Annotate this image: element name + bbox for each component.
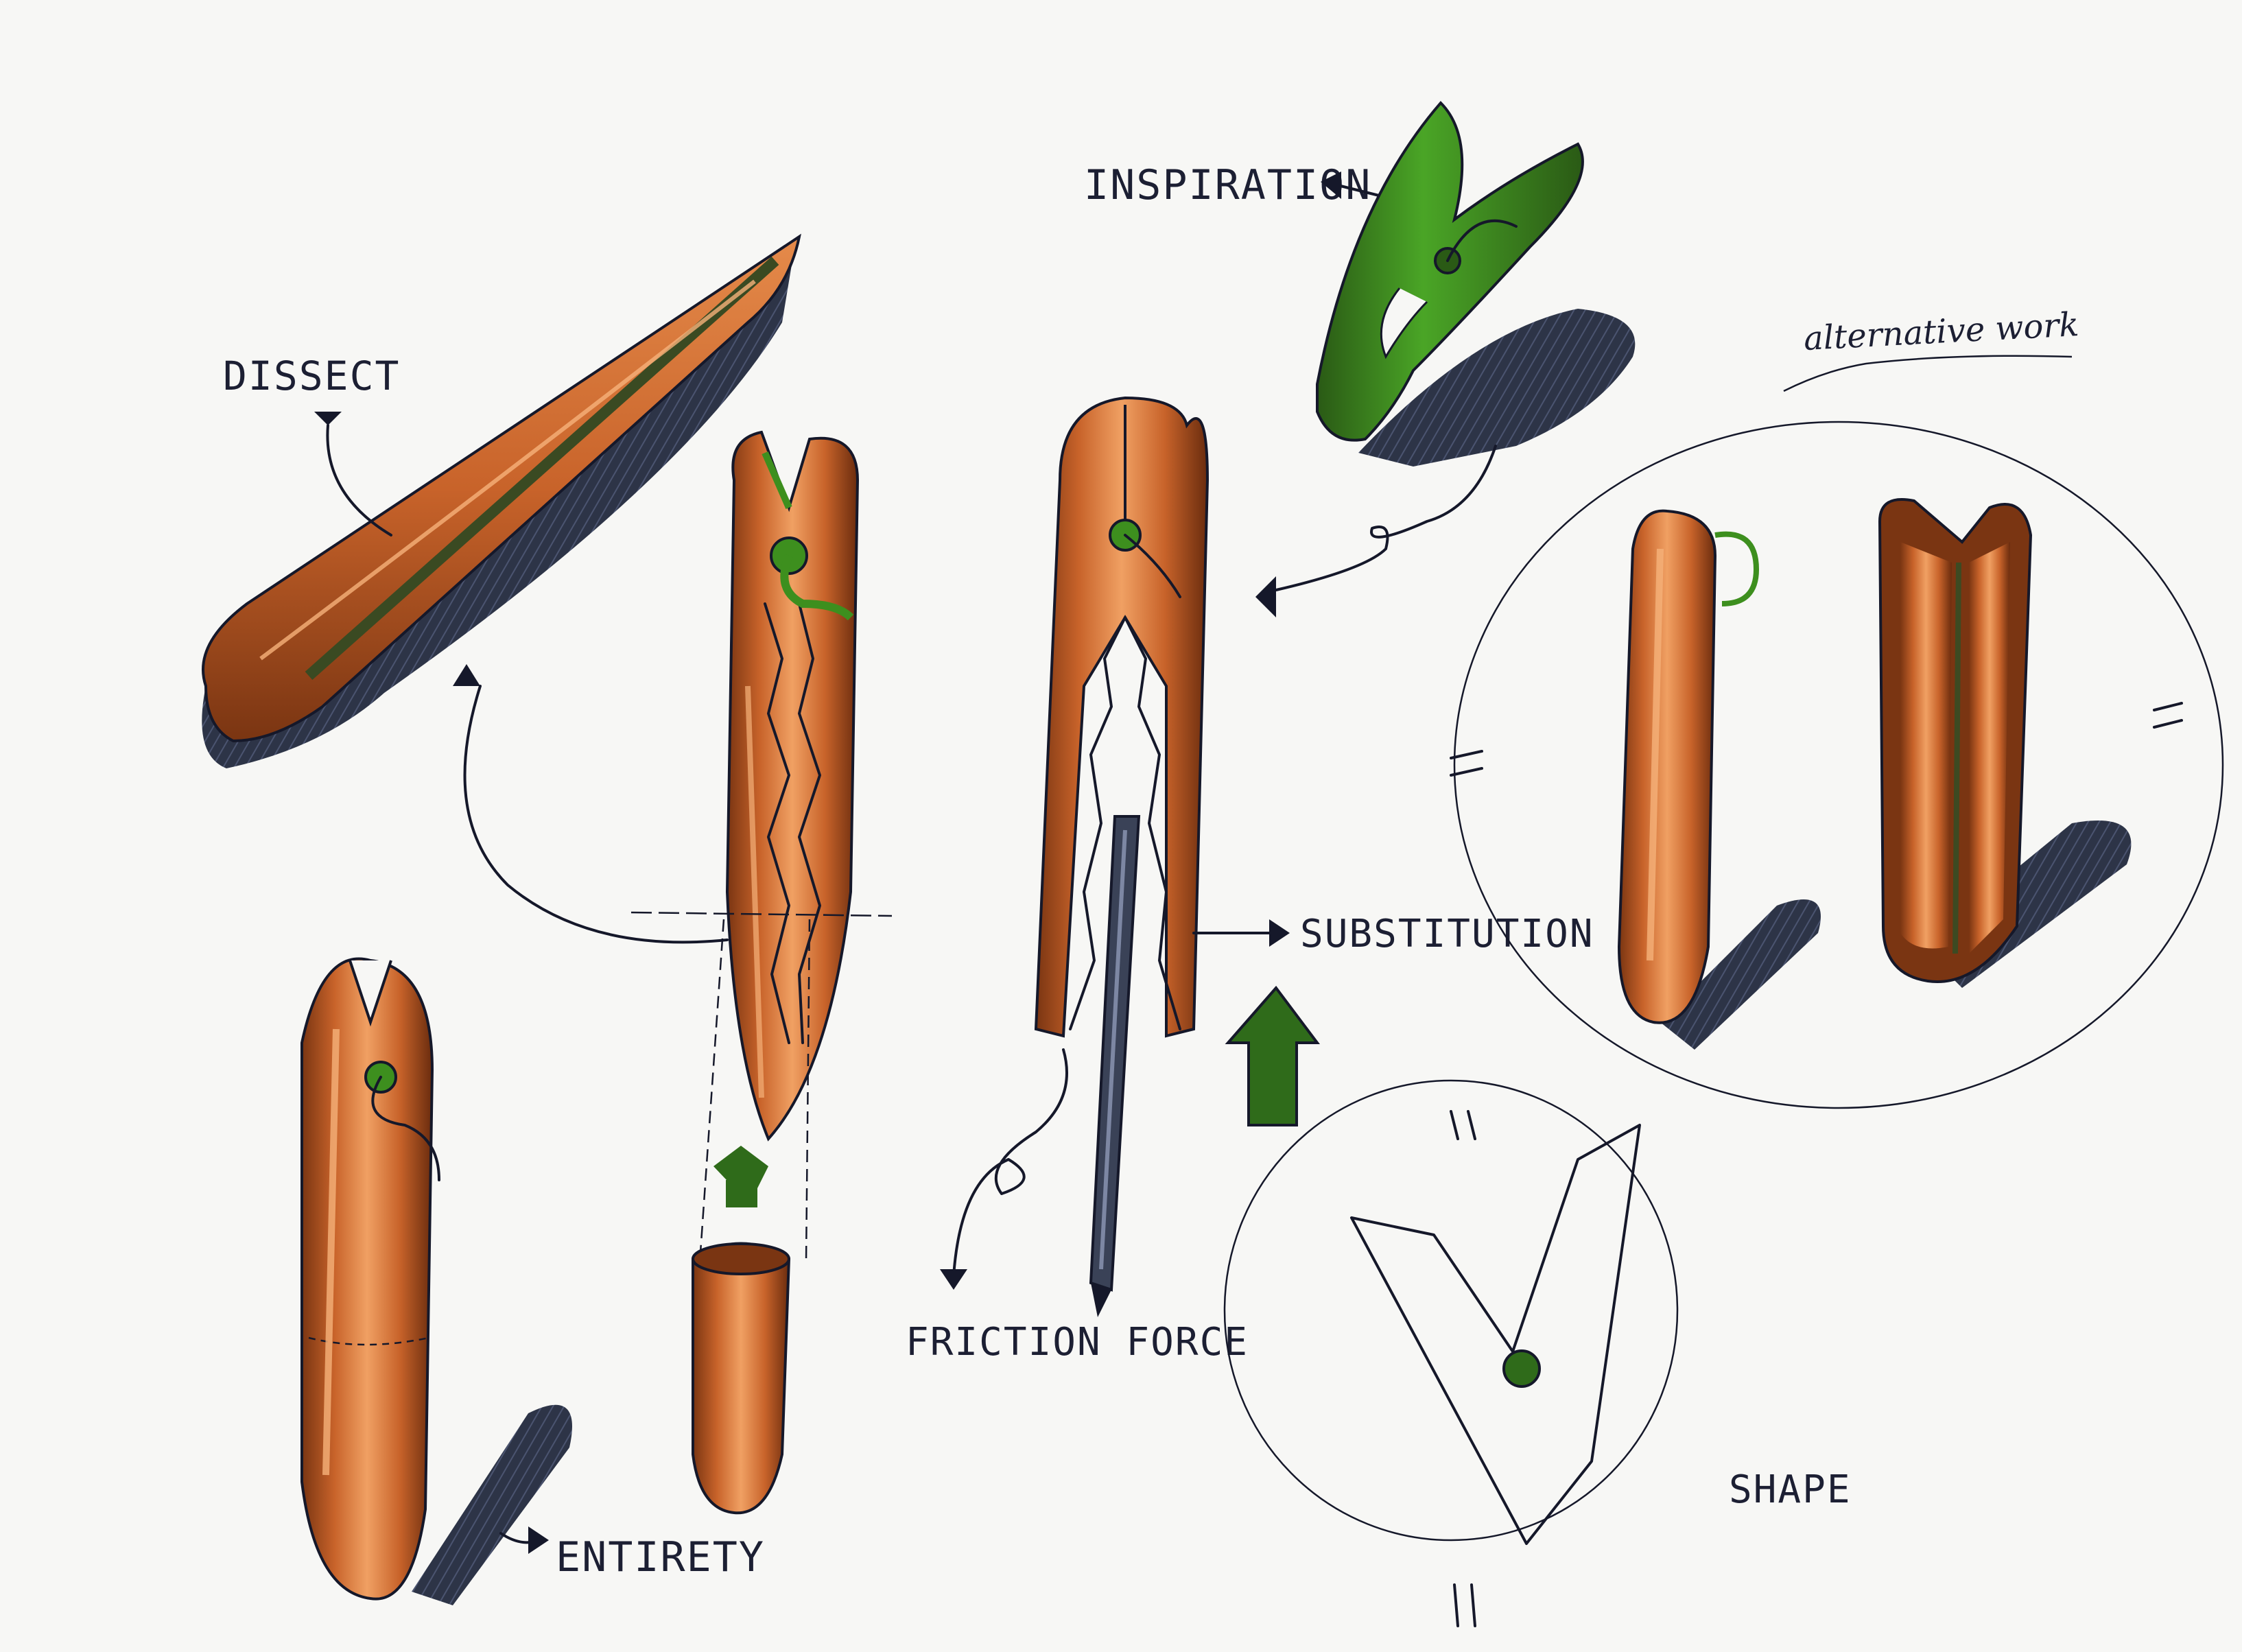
peg-with-spring: [725, 430, 860, 1142]
shape-label: SHAPE: [1729, 1467, 1852, 1512]
dissect-half-peg: [202, 233, 801, 768]
friction-force-annotation: FRICTION FORCE: [906, 1048, 1249, 1365]
peg-cap: [692, 1242, 791, 1515]
inspiration-annotation: INSPIRATION: [1084, 161, 1497, 617]
dissect-label: DISSECT: [223, 353, 400, 399]
entirety-label: ENTIRETY: [556, 1533, 765, 1581]
shape-panel: SHAPE: [1223, 1079, 1852, 1627]
small-up-arrow: [713, 1146, 768, 1207]
entirety-annotation: ENTIRETY: [499, 1526, 765, 1581]
inspiration-green-peg: [1316, 101, 1636, 467]
substitution-annotation: SUBSTITUTION: [1192, 912, 1594, 956]
inspiration-label: INSPIRATION: [1084, 161, 1371, 209]
friction-force-label: FRICTION FORCE: [906, 1320, 1249, 1365]
large-up-arrow: [1225, 985, 1320, 1126]
dissect-annotation: DISSECT: [223, 353, 729, 944]
pencil: [1089, 815, 1141, 1317]
alt-open-peg: [1878, 498, 2132, 988]
alternative-work-label: alternative work: [1803, 305, 2080, 358]
alt-closed-peg: [1617, 509, 1821, 1050]
open-peg-substitution: [1034, 396, 1210, 1038]
cut-line-guides: [630, 911, 893, 1263]
entirety-peg: [300, 957, 572, 1605]
alternative-work-panel: alternative work: [1450, 305, 2224, 1109]
substitution-label: SUBSTITUTION: [1300, 912, 1594, 956]
